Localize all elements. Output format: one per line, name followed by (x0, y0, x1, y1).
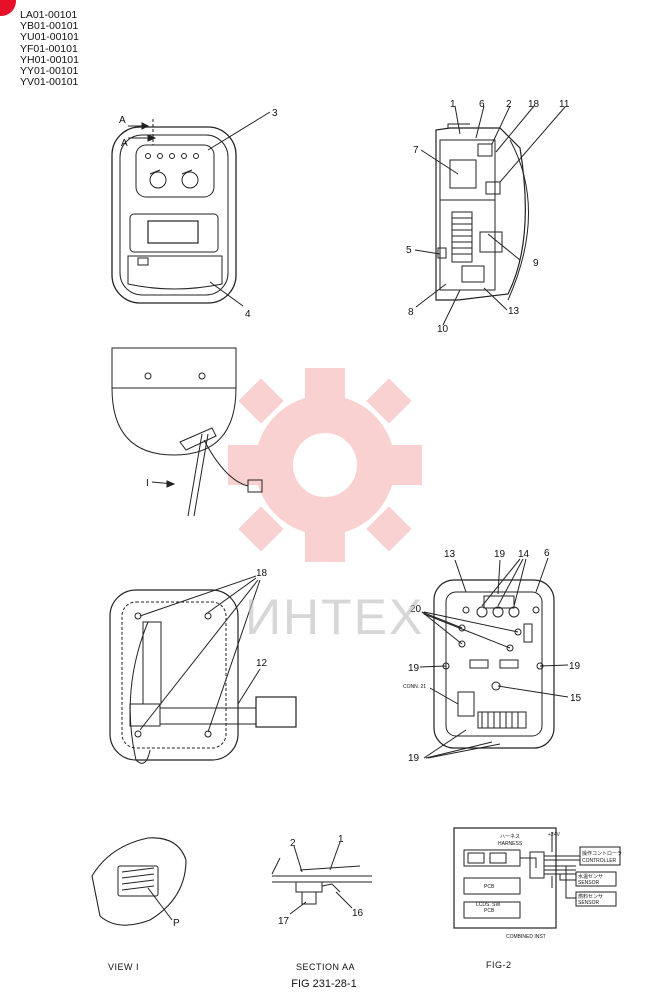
figure-number: FIG 231-28-1 (291, 978, 357, 990)
callout-10: 10 (437, 324, 449, 335)
callout-1: 1 (450, 99, 456, 110)
serial-number: LA01-00101 (20, 9, 78, 21)
callout-13: 13 (444, 549, 456, 560)
caption-fig-2: FIG-2 (486, 960, 512, 970)
callout-p: P (173, 918, 180, 929)
callout-20: 20 (410, 604, 422, 615)
callout-9: 9 (533, 258, 539, 269)
callout-17: 17 (278, 916, 290, 927)
controller-label: CONTROLLER (582, 858, 617, 864)
instrument-panel-rear-view (111, 347, 263, 517)
callout-15: 15 (570, 693, 582, 704)
harness-jp-label: ハーネス (500, 834, 520, 840)
callout-11: 11 (559, 99, 570, 110)
section-marker-a: A (121, 138, 128, 149)
view-i-detail (91, 837, 187, 926)
arrow-head-icon (141, 122, 150, 130)
callout-16: 16 (352, 908, 364, 919)
sensor1-jp-label: 水温センサ (578, 873, 603, 880)
callout-2: 2 (290, 838, 296, 849)
callout-19: 19 (408, 663, 420, 674)
instrument-panel-connector-view (433, 579, 555, 749)
watermark-gear-icon (228, 368, 422, 562)
serial-number: YF01-00101 (20, 42, 78, 55)
instrument-panel-front (111, 126, 237, 304)
wiring-diagram (453, 827, 621, 929)
serial-number: YU01-00101 (20, 31, 79, 44)
serial-number: YB01-00101 (20, 20, 79, 33)
instrument-panel-side-section (435, 123, 529, 301)
controller-jp-label: 操作コントローラ (582, 850, 622, 857)
callout-4: 4 (245, 309, 251, 320)
section-marker-a: A (119, 115, 126, 126)
callout-6: 6 (479, 99, 485, 110)
view-marker-i: I (146, 478, 149, 489)
combined-inst-label: COMBINED INST (506, 934, 546, 940)
callout-19: 19 (408, 753, 420, 764)
callout-5: 5 (406, 245, 412, 256)
serial-number: YY01-00101 (20, 65, 79, 78)
callout-1: 1 (338, 834, 344, 845)
caption-view-i: VIEW I (108, 962, 139, 972)
callout-3: 3 (272, 108, 278, 119)
callout-19: 19 (569, 661, 581, 672)
serial-number: YH01-00101 (20, 53, 79, 66)
sensor2-label: SENSOR (578, 900, 600, 906)
lcds-label: LCDS. SW (476, 902, 500, 908)
pcb2-label: PCB (484, 908, 495, 914)
callout-18: 18 (528, 99, 540, 110)
connector-label: CONN. 21 (403, 684, 426, 690)
callout-8: 8 (408, 307, 414, 318)
caption-section-aa: SECTION AA (296, 962, 355, 972)
sensor1-label: SENSOR (578, 880, 600, 886)
serial-number: YV01-00101 (20, 76, 79, 89)
section-aa-detail (271, 857, 372, 905)
callout-14: 14 (518, 549, 530, 560)
callout-13: 13 (508, 306, 520, 317)
callout-12: 12 (256, 658, 268, 669)
callout-19: 19 (494, 549, 506, 560)
callout-7: 7 (413, 145, 419, 156)
callout-18: 18 (256, 568, 268, 579)
callout-labels: 3 4 1 6 2 18 11 7 9 5 8 10 13 18 12 13 1… (119, 99, 582, 929)
callout-2: 2 (506, 99, 512, 110)
pcb1-label: PCB (484, 884, 495, 890)
watermark-text: ИНТЕХ (245, 589, 425, 645)
harness-label: HARNESS (498, 841, 523, 847)
voltage-label: +24V (548, 832, 560, 838)
sensor2-jp-label: 燃料センサ (578, 893, 603, 900)
serial-number-list: LA01-00101 YB01-00101 YU01-00101 YF01-00… (20, 9, 79, 89)
callout-6: 6 (544, 548, 550, 559)
